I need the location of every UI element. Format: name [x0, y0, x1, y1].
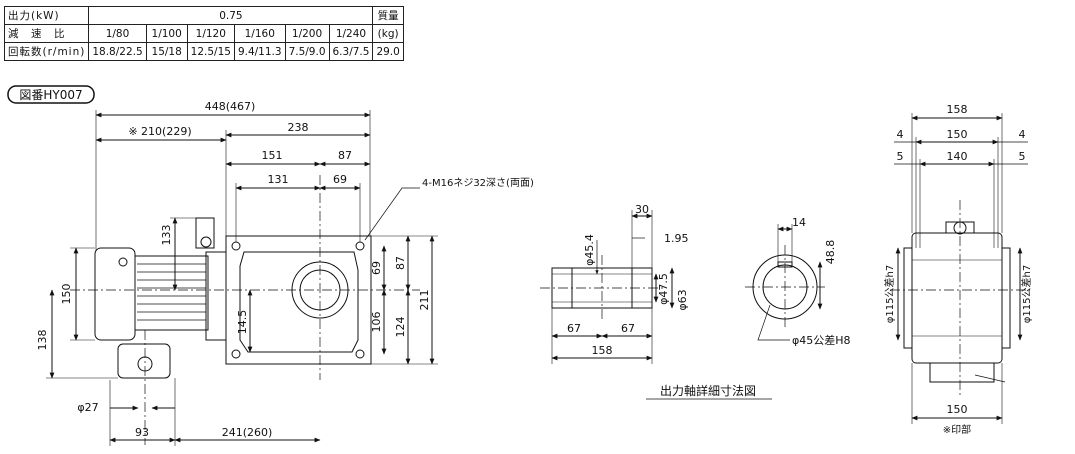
dim-side-4b: 4 [1019, 128, 1026, 141]
shaft-caption: 出力軸詳細寸法図 [660, 383, 756, 398]
ratio-cell: 1/100 [145, 24, 188, 43]
motor-body [94, 247, 136, 341]
drawing-number-badge: 図番HY007 [7, 85, 95, 104]
dim-side-115a: φ115公差h7 [883, 265, 896, 323]
dim-1-95: 1.95 [664, 232, 689, 245]
motor-flange [205, 251, 227, 341]
dim-side-158: 158 [947, 103, 968, 116]
dim-138: 138 [36, 330, 49, 351]
dim-238: 238 [288, 121, 309, 134]
dim-158: 158 [592, 344, 613, 357]
motor-brace [195, 217, 215, 249]
dim-side-4a: 4 [897, 128, 904, 141]
dim-150: 150 [60, 284, 73, 305]
thread-callout: 4-M16ネジ32深さ(両面) [422, 177, 534, 189]
dim-47-5: φ47.5 [657, 273, 670, 305]
front-view-labels: 448(467) ※ 210(229) 238 151 87 131 69 13… [36, 100, 534, 439]
dim-63: φ63 [676, 289, 689, 310]
dim-69b: 69 [370, 261, 383, 275]
dim-side-140: 140 [947, 150, 968, 163]
terminal-box [117, 343, 171, 379]
dim-448: 448(467) [205, 100, 256, 113]
dim-30: 30 [635, 203, 649, 216]
dim-210: ※ 210(229) [128, 125, 191, 138]
dim-side-150: 150 [947, 128, 968, 141]
dim-27: φ27 [77, 401, 98, 414]
ratio-cell: 1/240 [328, 24, 374, 43]
dim-67b: 67 [621, 322, 635, 335]
dim-211: 211 [418, 290, 431, 311]
dim-45-h8: φ45公差H8 [792, 333, 851, 347]
ratio-cell: 1/80 [88, 24, 147, 43]
dim-241: 241(260) [222, 426, 273, 439]
shaft-labels: 30 1.95 φ45.4 φ47.5 φ63 67 67 158 14 48.… [567, 203, 851, 398]
gearbox-housing [225, 235, 372, 365]
table-row: 回転数(r/min) 18.8/22.5 15/18 12.5/15 9.4/1… [3, 42, 404, 61]
dim-48-8: 48.8 [824, 240, 837, 265]
side-view [890, 113, 1030, 424]
dim-45-4: φ45.4 [583, 234, 596, 266]
dim-side-5b: 5 [1019, 150, 1026, 163]
dim-14: 14 [792, 216, 806, 229]
dim-131: 131 [268, 173, 289, 186]
dim-151: 151 [262, 149, 283, 162]
dim-14-5: 14.5 [236, 310, 249, 335]
motor-fins [134, 255, 209, 331]
dim-124: 124 [394, 317, 407, 338]
side-labels: 158 4 150 4 5 140 5 φ115公差h7 φ115公差h7 15… [883, 103, 1033, 436]
mass-value: 29.0 [372, 42, 404, 61]
dim-side-150b: 150 [947, 403, 968, 416]
side-note: ※印部 [943, 423, 971, 436]
dim-87b: 87 [394, 256, 407, 270]
speed-label: 回転数(r/min) [3, 42, 90, 61]
speed-cell: 12.5/15 [186, 42, 235, 61]
dim-67a: 67 [567, 322, 581, 335]
dim-side-115b: φ115公差h7 [1020, 265, 1033, 323]
dim-93: 93 [135, 426, 149, 439]
speed-cell: 18.8/22.5 [88, 42, 147, 61]
dim-69a: 69 [333, 173, 347, 186]
shaft-detail [540, 210, 825, 400]
dim-87a: 87 [338, 149, 352, 162]
spec-table: 出力(kW) 0.75 質量 減 速 比 1/80 1/100 1/120 1/… [3, 6, 404, 61]
dim-133: 133 [160, 225, 173, 246]
front-view [46, 110, 438, 446]
dim-side-5a: 5 [897, 150, 904, 163]
speed-cell: 7.5/9.0 [284, 42, 330, 61]
dim-106: 106 [370, 312, 383, 333]
table-row: 減 速 比 1/80 1/100 1/120 1/160 1/200 1/240… [3, 24, 404, 43]
speed-cell: 6.3/7.5 [328, 42, 374, 61]
speed-cell: 9.4/11.3 [233, 42, 286, 61]
badge-text: 図番HY007 [19, 88, 82, 102]
